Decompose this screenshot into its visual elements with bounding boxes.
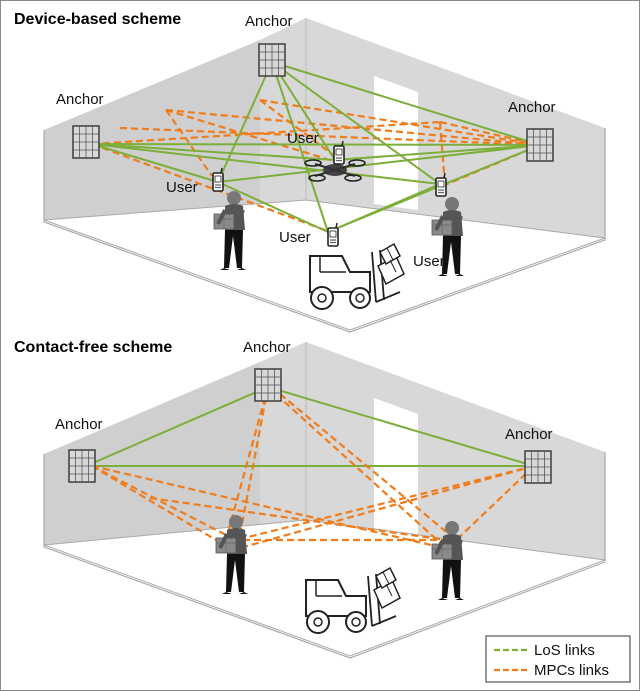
anchor-icon xyxy=(524,450,552,484)
anchor-label: Anchor xyxy=(243,339,291,356)
anchor-icon xyxy=(258,43,286,77)
bottom-los-links xyxy=(85,386,535,467)
top-doorway xyxy=(374,76,418,210)
user-label: User xyxy=(413,253,445,270)
anchor-label: Anchor xyxy=(508,99,556,116)
anchor-label: Anchor xyxy=(505,426,553,443)
anchor-icon xyxy=(254,368,282,402)
legend: LoS links MPCs links xyxy=(485,635,631,683)
anchor-icon xyxy=(526,128,554,162)
bottom-mpc-links xyxy=(91,386,535,550)
user-label: User xyxy=(287,130,319,147)
los-legend-label: LoS links xyxy=(534,642,595,659)
anchor-icon xyxy=(72,125,100,159)
top-scheme-title: Device-based scheme xyxy=(14,11,181,28)
anchor-icon xyxy=(68,449,96,483)
top-left-wall xyxy=(44,40,260,230)
user-label: User xyxy=(166,179,198,196)
top-los-links xyxy=(91,61,541,233)
top-back-wall xyxy=(260,18,605,238)
anchor-label: Anchor xyxy=(245,13,293,30)
mpc-legend-label: MPCs links xyxy=(534,662,609,679)
bottom-back-wall xyxy=(260,342,605,560)
user-label: User xyxy=(279,229,311,246)
anchor-label: Anchor xyxy=(56,91,104,108)
bottom-scheme-title: Contact-free scheme xyxy=(14,339,172,356)
anchor-label: Anchor xyxy=(55,416,103,433)
